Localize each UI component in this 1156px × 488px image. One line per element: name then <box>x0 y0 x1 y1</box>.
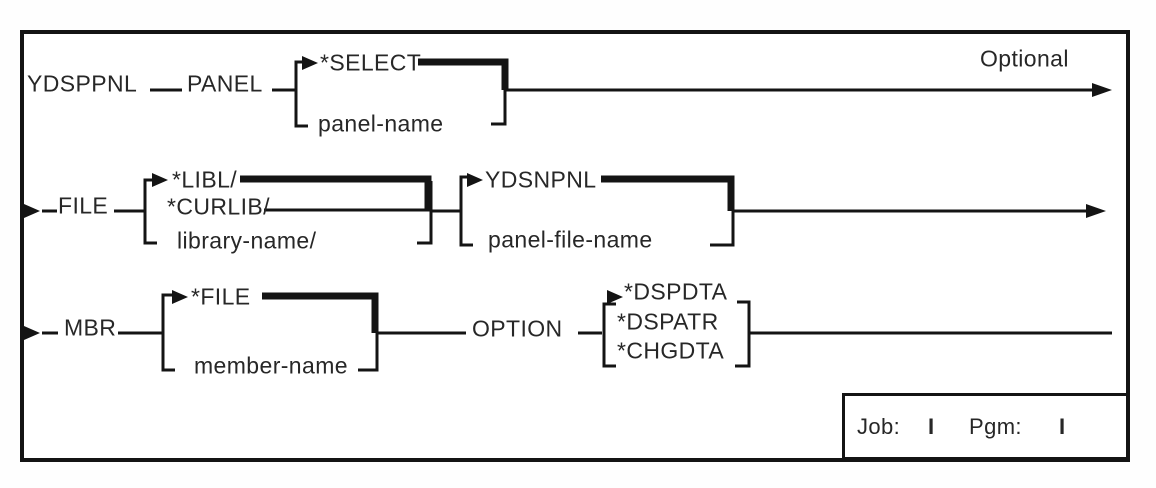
library-default-rail <box>240 175 432 210</box>
panel-default-rail <box>418 58 509 90</box>
option-keyword: OPTION <box>472 315 563 342</box>
default-arrow-icon <box>302 56 318 70</box>
default-arrow-icon <box>152 173 168 187</box>
job-value: I <box>928 414 935 439</box>
job-label: Job: <box>857 414 901 439</box>
file-keyword: FILE <box>58 192 109 219</box>
row2-rail <box>42 175 1088 247</box>
panel-keyword: PANEL <box>187 70 263 97</box>
file-bracket-left <box>459 175 473 247</box>
panel-file-name-option: panel-file-name <box>488 226 653 253</box>
member-bracket-left <box>161 293 175 372</box>
diagram-border <box>20 30 1130 462</box>
command-label: YDSPPNL <box>27 70 138 97</box>
dspatr-option: *DSPATR <box>617 308 719 335</box>
mbr-default-option: *FILE <box>191 283 251 310</box>
default-arrow-icon <box>607 290 623 304</box>
libl-option: *LIBL/ <box>172 166 238 193</box>
mbr-keyword: MBR <box>64 314 117 341</box>
member-bracket-right <box>358 294 379 372</box>
default-arrow-icon <box>172 290 188 304</box>
row3-rail <box>42 292 1112 372</box>
member-name-option: member-name <box>194 352 348 379</box>
panel-default-option: *SELECT <box>320 49 422 76</box>
panel-name-option: panel-name <box>318 110 444 137</box>
continue-arrow-icon <box>1086 204 1106 218</box>
continue-arrow-icon <box>1092 83 1112 97</box>
library-bracket-left <box>143 178 157 245</box>
dspdta-option: *DSPDTA <box>624 278 728 305</box>
job-pgm-box <box>842 393 1129 460</box>
member-default-rail <box>262 292 379 333</box>
pgm-value: I <box>1059 414 1066 439</box>
optional-label: Optional <box>980 45 1069 72</box>
chgdta-option: *CHGDTA <box>617 337 725 364</box>
default-arrow-icon <box>467 173 483 187</box>
panel-bracket-left <box>294 60 308 128</box>
row-entry-arrow-icon <box>24 326 40 340</box>
library-name-option: library-name/ <box>177 227 317 254</box>
file-default-option: YDSNPNL <box>485 166 597 193</box>
panel-bracket-right <box>491 88 507 126</box>
row-entry-arrow-icon <box>24 204 40 218</box>
option-bracket-left <box>602 302 616 368</box>
option-bracket-right <box>735 300 751 368</box>
row1-rail <box>150 58 1096 128</box>
curlib-option: *CURLIB/ <box>167 193 270 220</box>
file-default-rail <box>601 175 735 211</box>
file-bracket-right <box>710 179 735 247</box>
library-bracket-right <box>417 181 433 245</box>
pgm-label: Pgm: <box>969 414 1022 439</box>
